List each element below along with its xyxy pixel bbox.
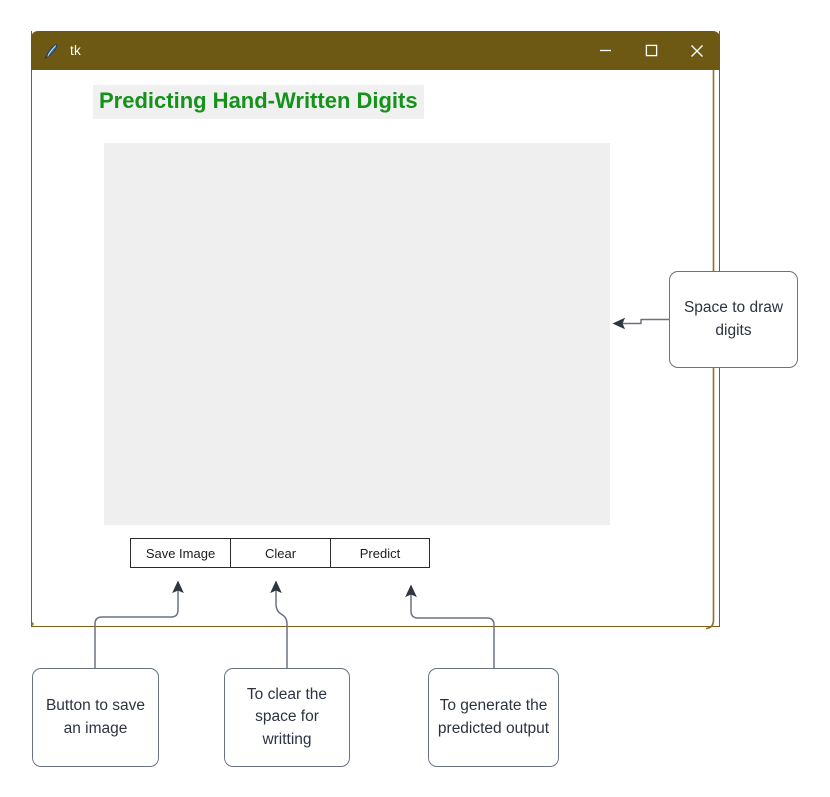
callout-space-to-draw: Space to draw digits: [669, 271, 798, 368]
save-image-button[interactable]: Save Image: [130, 538, 230, 568]
button-row: Save Image Clear Predict: [130, 538, 430, 568]
drawing-canvas[interactable]: [104, 143, 610, 525]
predict-button[interactable]: Predict: [330, 538, 430, 568]
callout-predict-output-label: To generate the predicted output: [437, 697, 550, 737]
callout-predict-output: To generate the predicted output: [428, 668, 559, 767]
clear-button[interactable]: Clear: [230, 538, 330, 568]
callout-clear-space: To clear the space for writting: [224, 668, 350, 767]
maximize-icon[interactable]: [628, 31, 674, 70]
window-title: tk: [70, 43, 81, 58]
callout-space-to-draw-label: Space to draw digits: [683, 299, 784, 339]
minimize-icon[interactable]: [582, 31, 628, 70]
callout-save-image-label: Button to save an image: [45, 697, 146, 737]
window-controls: [582, 31, 720, 70]
close-icon[interactable]: [674, 31, 720, 70]
window-titlebar[interactable]: tk: [31, 31, 720, 70]
tk-feather-icon: [43, 42, 61, 60]
callout-save-image: Button to save an image: [32, 668, 159, 767]
page-title: Predicting Hand-Written Digits: [93, 85, 424, 119]
callout-clear-space-label: To clear the space for writting: [246, 686, 328, 748]
